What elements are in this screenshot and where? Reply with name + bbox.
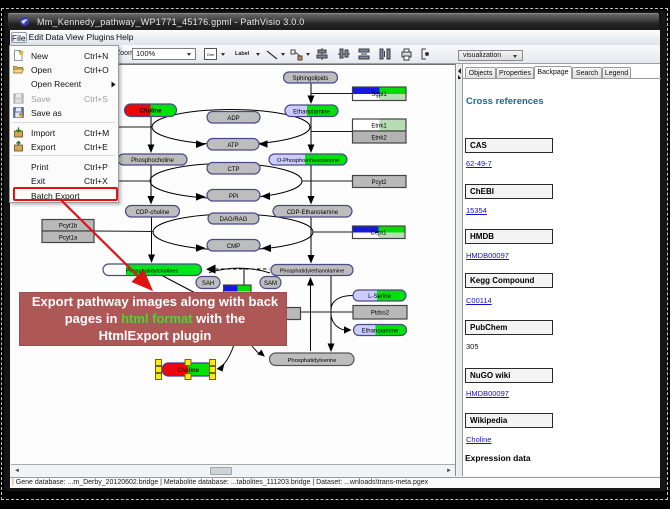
svg-text:Phosphatidylserine: Phosphatidylserine [288, 358, 337, 364]
svg-text:CDP-choline: CDP-choline [136, 210, 170, 216]
svg-text:Ethanolamine: Ethanolamine [362, 329, 399, 335]
svg-text:CTP: CTP [228, 167, 240, 173]
svg-text:Sgpl1: Sgpl1 [371, 92, 387, 98]
svg-text:Etnk2: Etnk2 [371, 136, 387, 142]
svg-text:Etnk1: Etnk1 [371, 124, 387, 130]
svg-text:Ethanolamine: Ethanolamine [293, 110, 330, 116]
svg-text:L-Serine: L-Serine [368, 294, 391, 300]
svg-text:DAG/RAG: DAG/RAG [220, 217, 248, 223]
svg-text:SAM: SAM [264, 281, 277, 287]
svg-text:ATP: ATP [227, 143, 238, 149]
svg-text:Choline: Choline [140, 109, 163, 115]
svg-text:Ptdss2: Ptdss2 [371, 311, 390, 317]
svg-text:Phosphocholine: Phosphocholine [131, 158, 174, 164]
svg-text:Pcyt1a: Pcyt1a [59, 236, 78, 242]
svg-text:Pcyt2: Pcyt2 [371, 180, 387, 186]
svg-text:O-Phosphoethanolamine: O-Phosphoethanolamine [277, 158, 339, 164]
svg-text:Phosphatidylcholines: Phosphatidylcholines [126, 268, 179, 274]
svg-text:ADP: ADP [227, 116, 239, 122]
svg-text:Phosphatidylethanolamine: Phosphatidylethanolamine [280, 269, 345, 275]
svg-text:Sphingolipids: Sphingolipids [293, 76, 329, 82]
svg-text:Cept1: Cept1 [370, 231, 387, 237]
svg-text:SAH: SAH [202, 281, 214, 287]
svg-text:Pcyt1b: Pcyt1b [59, 224, 78, 230]
svg-text:PPi: PPi [229, 194, 238, 200]
svg-text:CDP-Ethanolamine: CDP-Ethanolamine [287, 210, 339, 216]
svg-text:Choline: Choline [177, 368, 200, 374]
svg-text:CMP: CMP [227, 244, 240, 250]
